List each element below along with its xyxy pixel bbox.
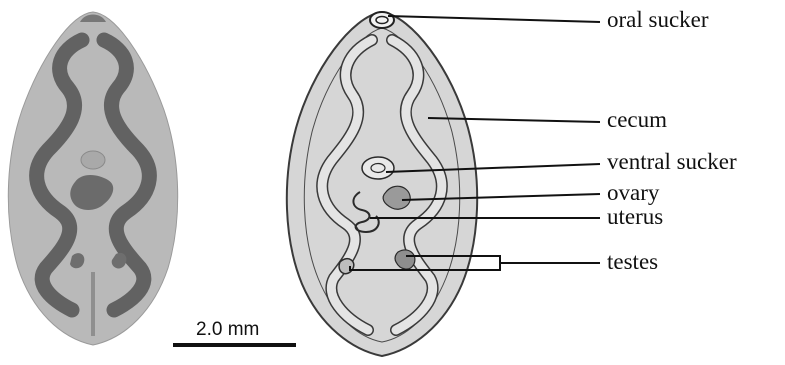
- label-ovary: ovary: [607, 181, 659, 204]
- leader-oral-sucker: [388, 16, 600, 22]
- specimen-drawing: [287, 12, 477, 356]
- label-oral-sucker: oral sucker: [607, 8, 709, 31]
- label-uterus: uterus: [607, 205, 663, 228]
- label-cecum: cecum: [607, 108, 667, 131]
- drawing-body: [287, 12, 477, 356]
- photo-ventral-sucker: [81, 151, 105, 169]
- drawing-testis-left: [339, 259, 354, 274]
- scale-bar-label: 2.0 mm: [196, 320, 259, 339]
- label-testes: testes: [607, 250, 658, 273]
- drawing-ventral-sucker: [362, 157, 394, 179]
- label-ventral-sucker: ventral sucker: [607, 150, 737, 173]
- drawing-oral-sucker: [370, 12, 394, 28]
- specimen-photo: [8, 12, 177, 345]
